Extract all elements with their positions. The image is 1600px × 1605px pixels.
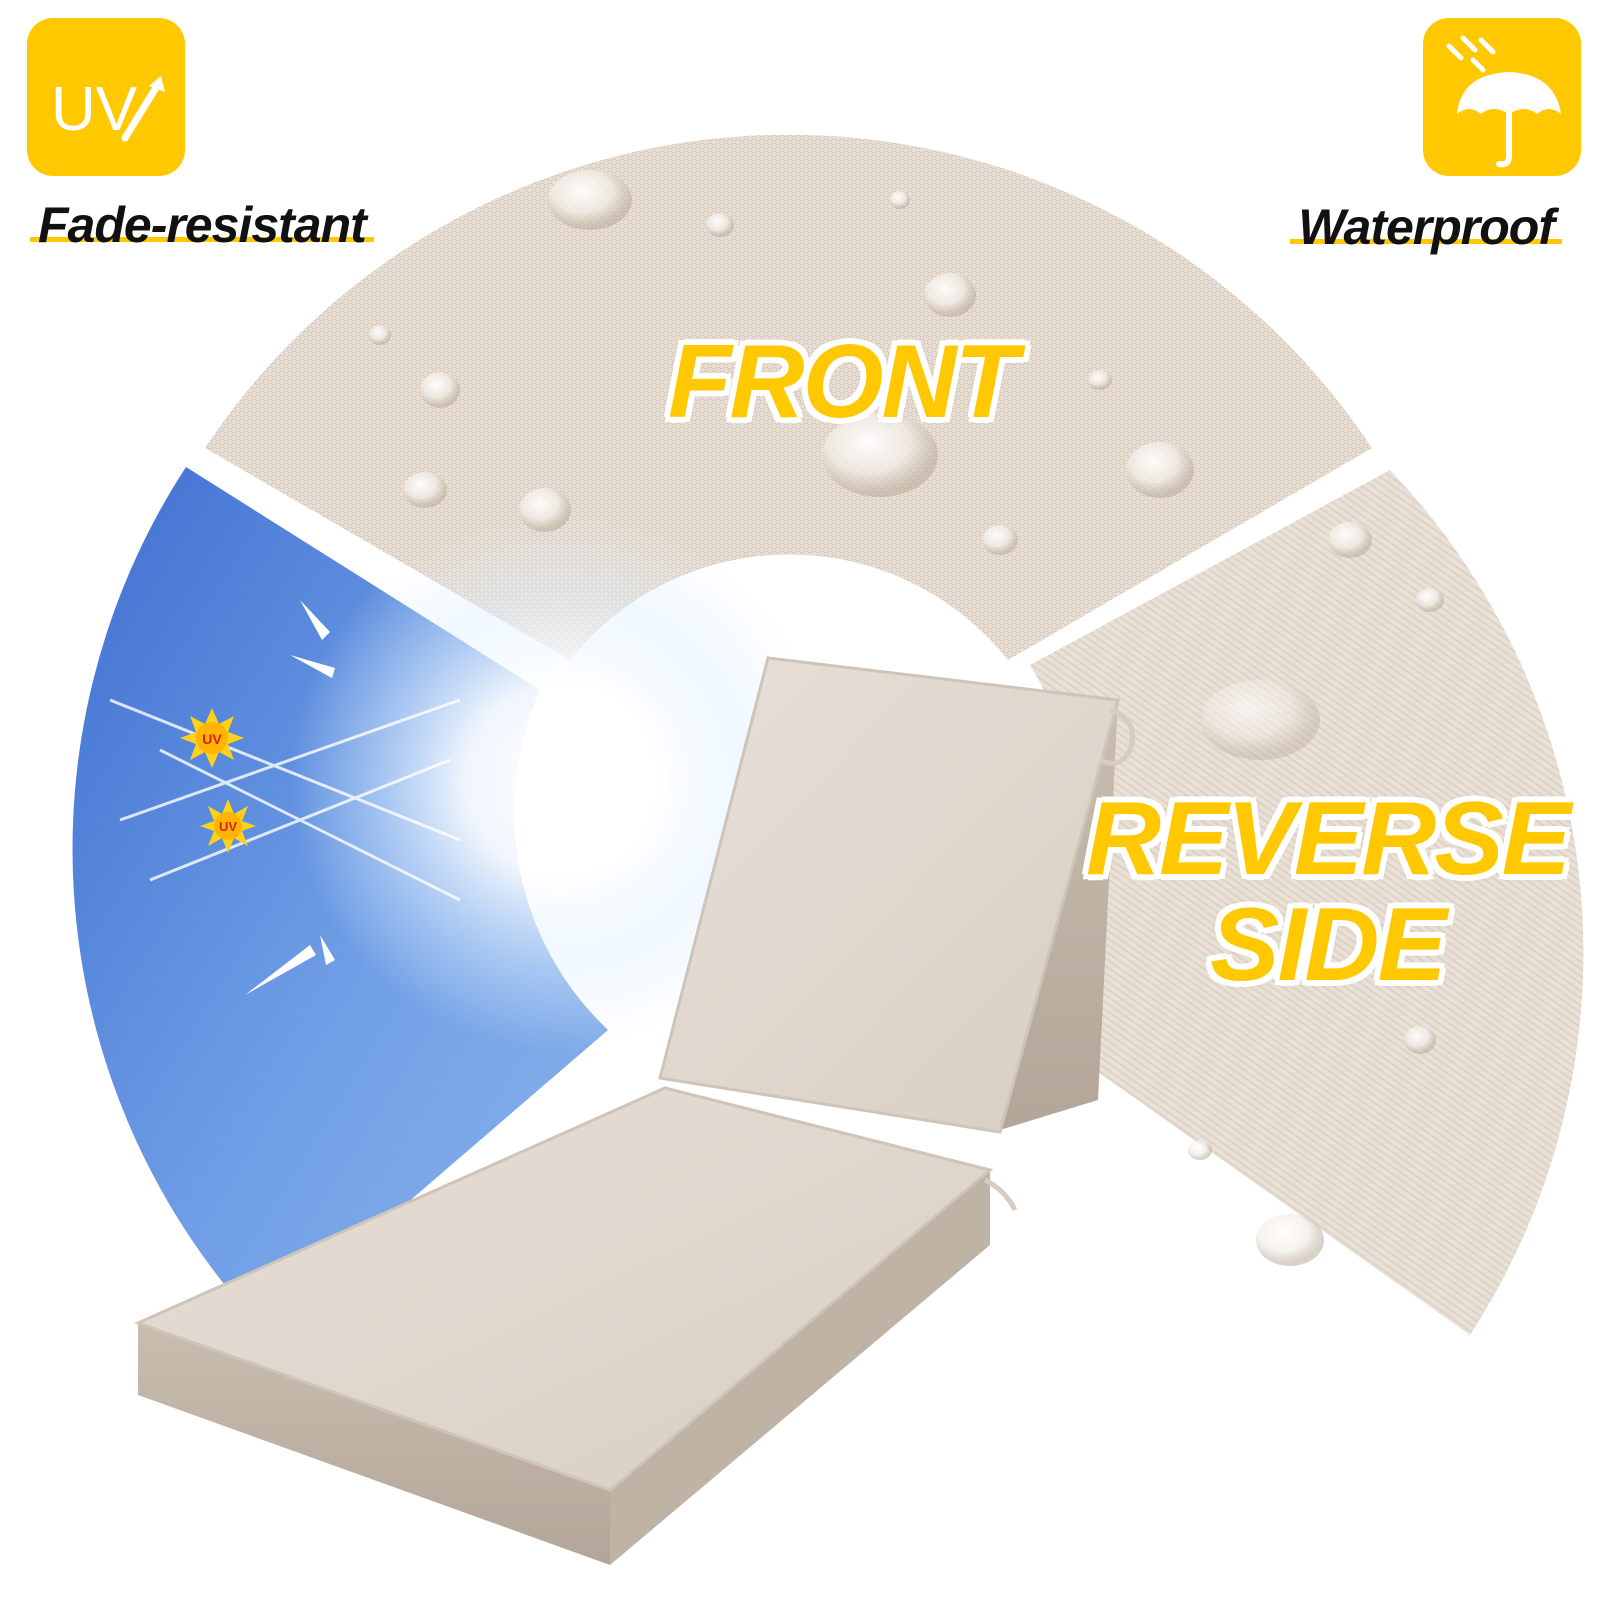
reverse-label-line1: REVERSE	[1086, 781, 1571, 897]
cushion-backrest	[658, 656, 1135, 1134]
sun-rays	[109, 698, 461, 902]
uv-sun-badge	[200, 799, 256, 853]
reverse-fabric-sector	[1010, 470, 1584, 1335]
front-label: FRONT	[668, 324, 1018, 440]
reverse-side-label: REVERSE SIDE	[1086, 781, 1571, 1004]
reverse-label-line2: SIDE	[1210, 887, 1447, 1004]
uv-arrow-icon	[121, 82, 161, 142]
water-droplets-reverse	[1188, 522, 1444, 1266]
umbrella-rain-icon	[1423, 18, 1581, 176]
uv-feature-icon: UV	[27, 18, 185, 176]
ray-spikes	[245, 600, 335, 995]
cushion-seat	[133, 1086, 1018, 1565]
waterproof-label: Waterproof	[1290, 202, 1562, 252]
fade-resistant-label: Fade-resistant	[30, 200, 374, 250]
uv-badge-label: UV	[219, 819, 237, 834]
uv-sun-badge	[180, 708, 244, 768]
sun-glow	[290, 510, 830, 1050]
uv-icon-text: UV	[51, 75, 138, 144]
water-droplets-front	[369, 170, 1194, 555]
uv-badge-label: UV	[202, 731, 222, 747]
